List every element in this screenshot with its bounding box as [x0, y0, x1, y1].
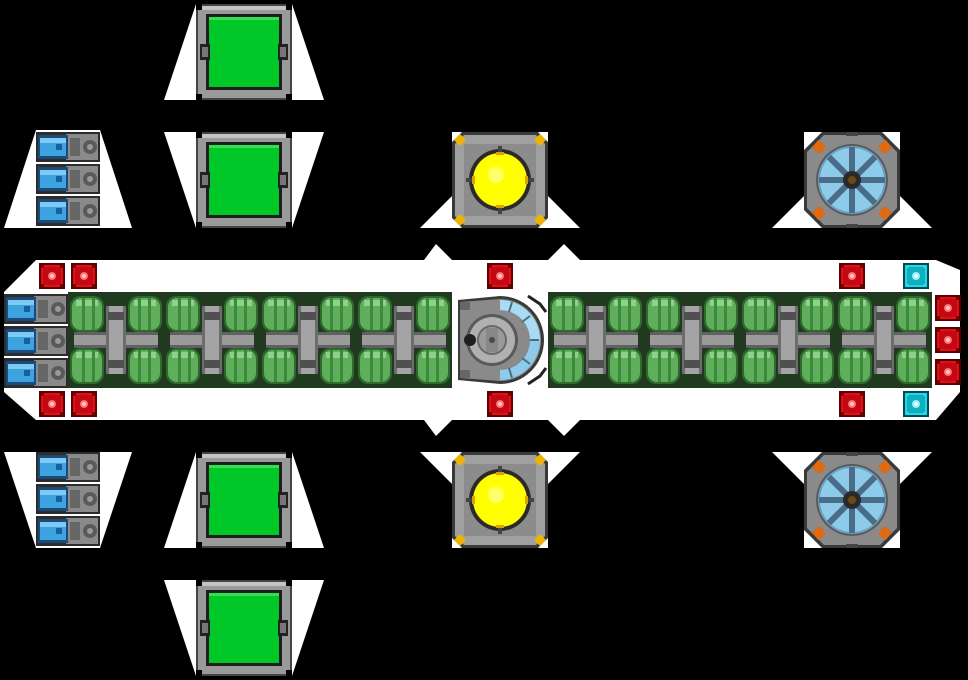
cargo-container-3[interactable]	[196, 452, 292, 548]
nav-light-red-5[interactable]	[39, 391, 65, 417]
nav-light-red-1[interactable]	[39, 263, 65, 289]
fuel-tank-bank-right[interactable]	[548, 292, 932, 388]
nav-light-red-7[interactable]	[487, 391, 513, 417]
cockpit[interactable]	[452, 292, 548, 388]
thruster-stack-main[interactable]	[4, 294, 68, 388]
cargo-container-1[interactable]	[196, 4, 292, 100]
nav-light-red-2[interactable]	[71, 263, 97, 289]
fuel-tank-bank-left[interactable]	[68, 292, 452, 388]
nav-light-red-10[interactable]	[935, 327, 961, 353]
nav-light-red-9[interactable]	[935, 295, 961, 321]
nav-light-cyan-1[interactable]	[903, 263, 929, 289]
thruster-stack-top[interactable]	[36, 132, 100, 226]
mount-notches	[52, 100, 868, 580]
solar-panel-top[interactable]	[452, 132, 548, 228]
fan-gyroscope-top[interactable]	[804, 132, 900, 228]
cargo-container-4[interactable]	[196, 580, 292, 676]
thruster-stack-bottom[interactable]	[36, 452, 100, 546]
nav-light-cyan-2[interactable]	[903, 391, 929, 417]
fan-gyroscope-bottom[interactable]	[804, 452, 900, 548]
cargo-container-2[interactable]	[196, 132, 292, 228]
solar-panel-bottom[interactable]	[452, 452, 548, 548]
nav-light-red-3[interactable]	[487, 263, 513, 289]
nav-light-red-8[interactable]	[839, 391, 865, 417]
nav-light-red-11[interactable]	[935, 359, 961, 385]
nav-light-red-4[interactable]	[839, 263, 865, 289]
nav-light-red-6[interactable]	[71, 391, 97, 417]
